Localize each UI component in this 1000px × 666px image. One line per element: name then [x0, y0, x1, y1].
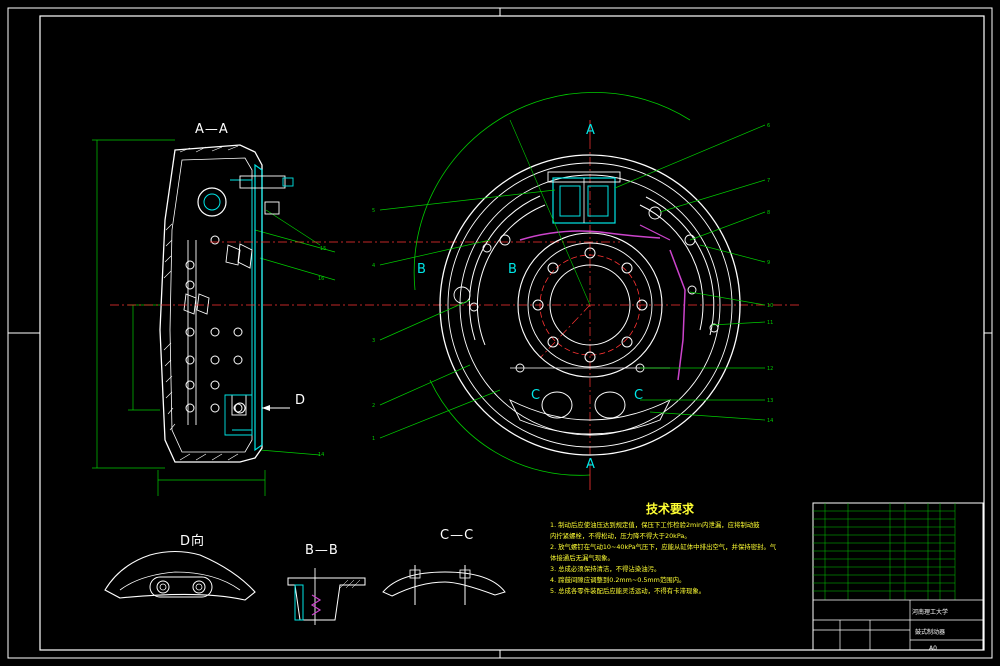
svg-text:15: 15: [320, 246, 326, 252]
svg-text:14: 14: [767, 418, 773, 424]
title-block-drawing-name: 鼓式制动器: [915, 629, 946, 636]
section-aa-title: A—A: [195, 122, 229, 137]
svg-text:11: 11: [767, 320, 773, 326]
svg-text:9: 9: [767, 260, 770, 266]
svg-text:5: 5: [372, 208, 375, 214]
view-d-title: D向: [180, 534, 206, 549]
technical-requirements-title: 技术要求: [646, 502, 695, 516]
requirement-line: 5. 总成各零件装配后应能灵活运动，不得有卡滞现象。: [550, 587, 706, 595]
frame-ticks: [8, 8, 992, 658]
section-bb: [287, 568, 366, 625]
section-mark-b-left: B: [417, 262, 426, 277]
svg-text:7: 7: [767, 178, 770, 184]
svg-text:16: 16: [318, 276, 324, 282]
section-cc: [382, 565, 506, 605]
svg-text:1: 1: [372, 436, 375, 442]
requirement-line: 1. 制动后应使油压达到规定值，保压下工作检验2min内泄漏，应将制动鼓: [550, 521, 760, 529]
svg-text:12: 12: [767, 366, 773, 372]
requirement-line: 体接通后无漏气现象。: [550, 554, 614, 562]
svg-text:10: 10: [767, 303, 773, 309]
svg-text:2: 2: [372, 403, 375, 409]
view-d: [104, 550, 256, 601]
requirement-line: 内拧紧螺栓，不得松动，压力降不得大于20kPa。: [550, 532, 691, 540]
section-cc-title: C—C: [440, 528, 475, 543]
title-block-sheet-size: A0: [929, 645, 937, 652]
requirement-line: 3. 总成必须保持清洁，不得沾染油污。: [550, 565, 661, 573]
section-mark-b-right: B: [508, 262, 517, 277]
svg-text:13: 13: [767, 398, 773, 404]
svg-text:6: 6: [767, 123, 770, 129]
section-mark-c-right: C: [634, 388, 644, 403]
view-d-arrow-label: D: [295, 393, 307, 408]
section-mark-c-left: C: [531, 388, 541, 403]
svg-text:14: 14: [318, 452, 324, 458]
svg-text:3: 3: [372, 338, 375, 344]
title-block: [812, 502, 984, 651]
section-mark-a-bottom: A: [586, 457, 595, 472]
front-view: [413, 91, 741, 490]
section-bb-title: B—B: [305, 543, 339, 558]
leader-numbers: 5 4 3 2 1 6 7 8 9 10 11 12 13 14 15 16 14: [318, 123, 773, 458]
requirement-line: 2. 放气螺钉在气动10~40kPa气压下，应能从缸体中排出空气，并保持密封。气: [550, 543, 777, 551]
leader-lines: [379, 124, 766, 439]
requirement-line: 4. 蹄鼓间隙应调整到0.2mm~0.5mm范围内。: [550, 576, 686, 584]
technical-requirements-list: 1. 制动后应使油压达到规定值，保压下工作检验2min内泄漏，应将制动鼓 内拧紧…: [550, 520, 785, 597]
svg-text:8: 8: [767, 210, 770, 216]
svg-text:4: 4: [372, 263, 375, 269]
section-mark-a-top: A: [586, 123, 595, 138]
title-block-school: 河南理工大学: [912, 609, 949, 616]
